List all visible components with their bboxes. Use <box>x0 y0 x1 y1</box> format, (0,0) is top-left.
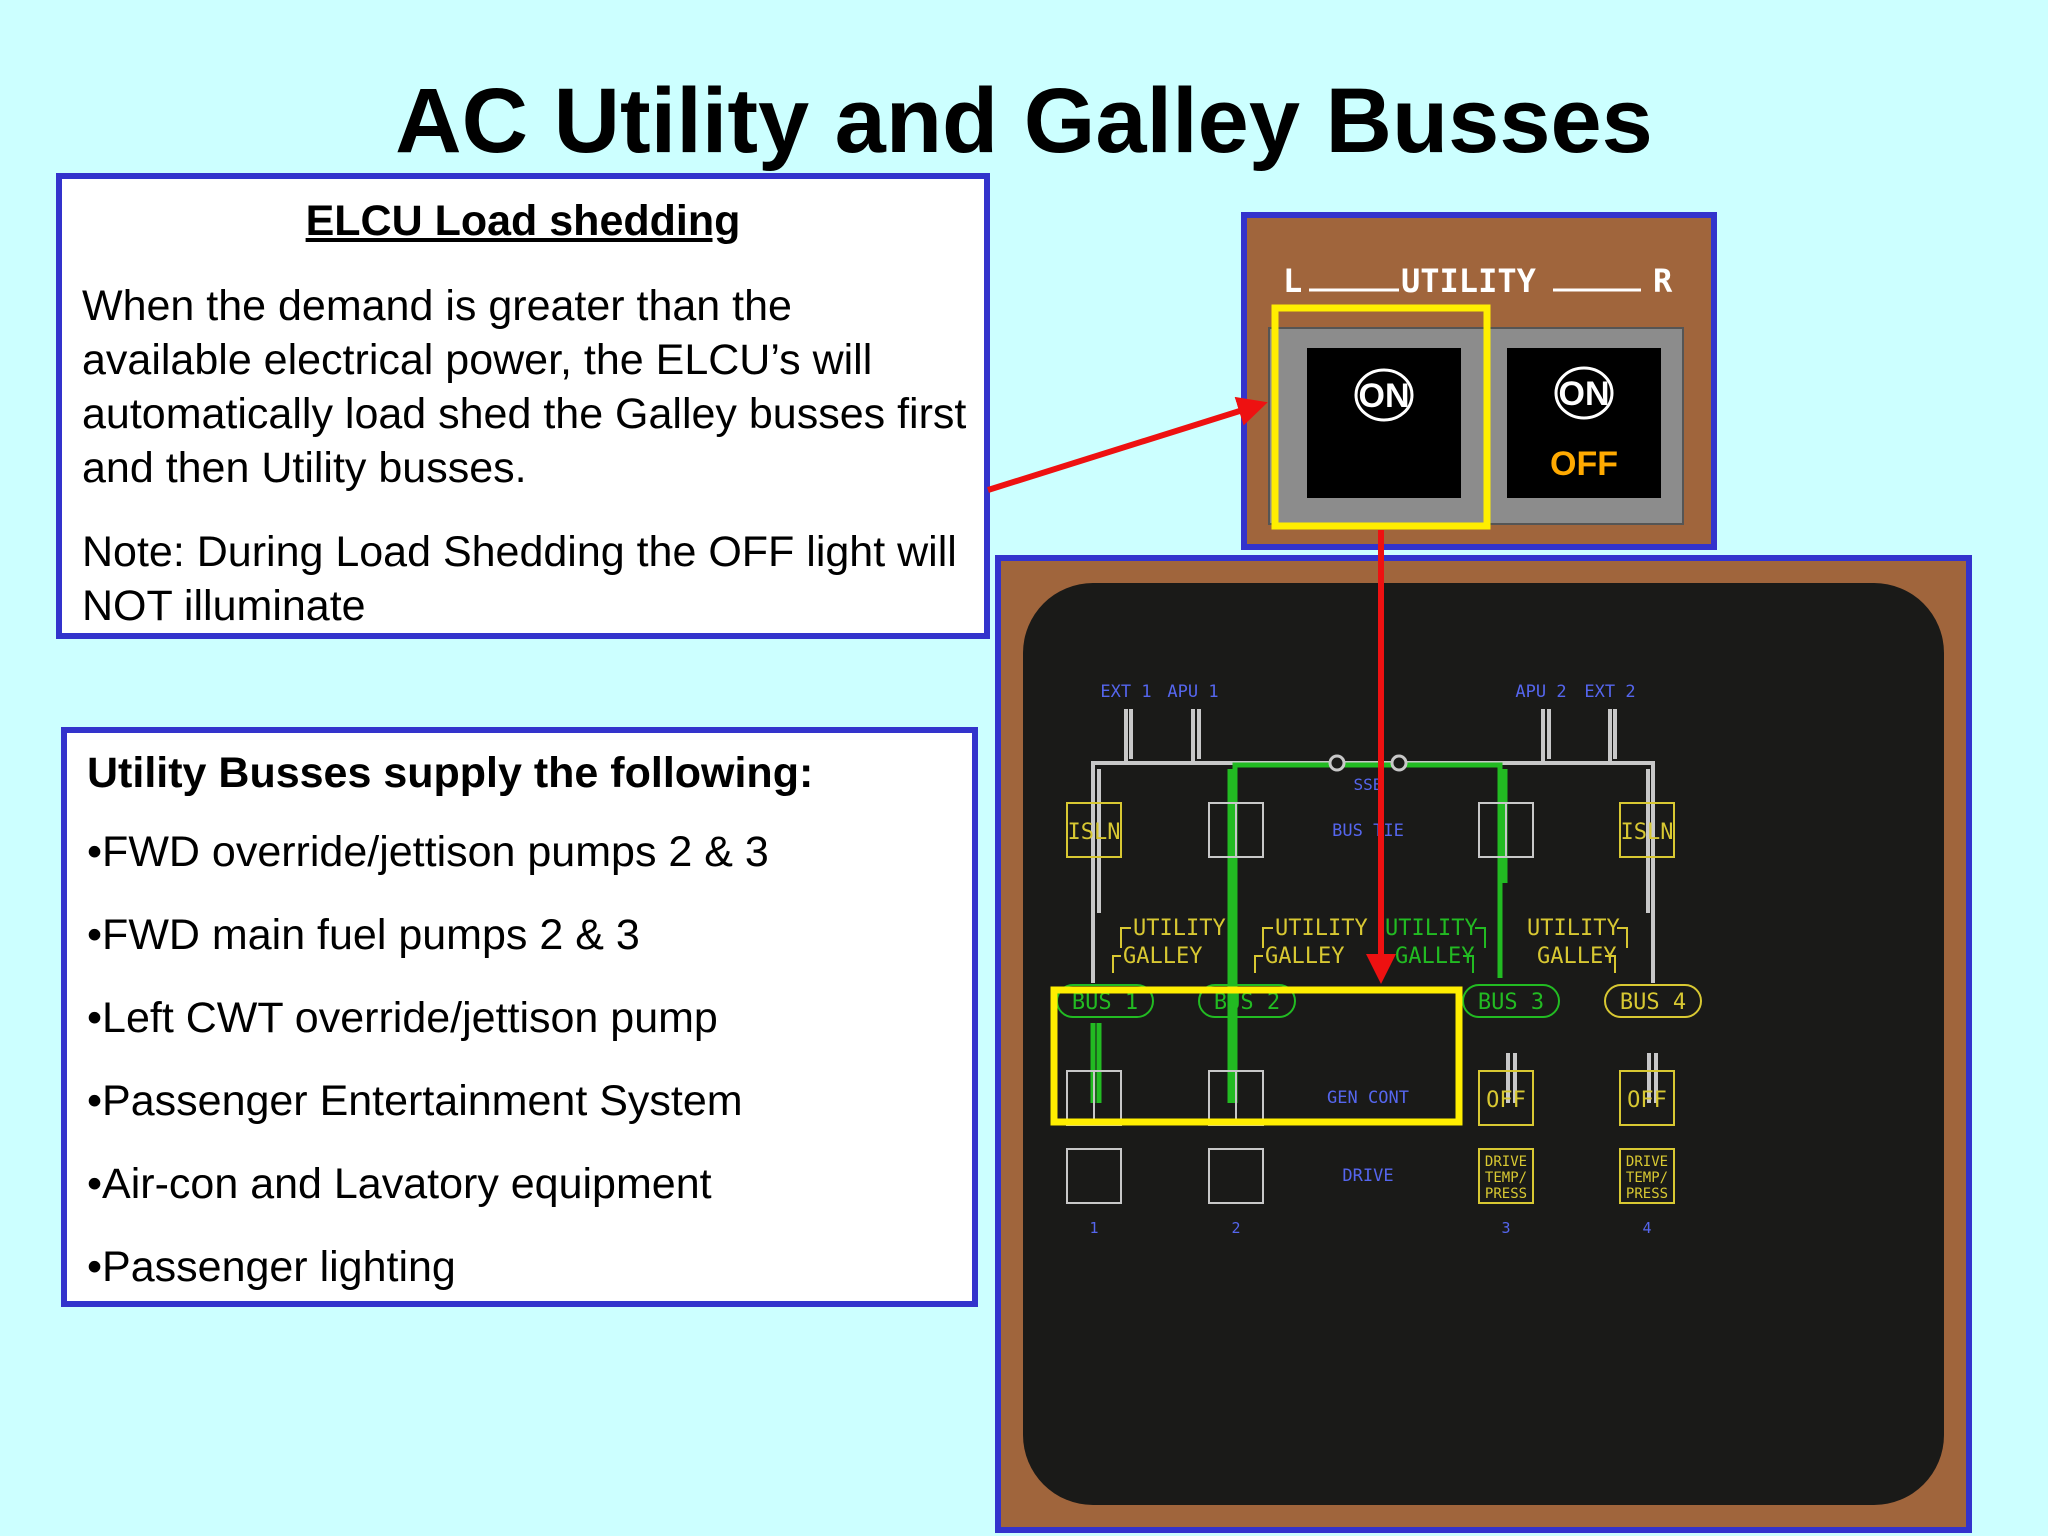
electrical-synoptic-frame: EXT 1 APU 1 APU 2 EXT 2 <box>995 555 1972 1533</box>
elcu-description: When the demand is greater than the avai… <box>82 282 967 492</box>
utility-panel-title: UTILITY <box>1401 262 1537 300</box>
ac-buses: BUS 1 BUS 2 BUS 3 BUS 4 <box>1056 984 1702 1018</box>
utility-supply-list: •FWD override/jettison pumps 2 & 3 •FWD … <box>87 825 769 1323</box>
ssb-breaker-left <box>1328 754 1346 772</box>
drive4-line3: PRESS <box>1626 1186 1668 1202</box>
bus3-label: BUS 3 <box>1478 990 1544 1015</box>
utility-switch-panel: L UTILITY R ON ON OFF <box>1241 212 1717 550</box>
galley-1-label: GALLEY <box>1123 944 1202 969</box>
drive4-line1: DRIVE <box>1626 1154 1668 1170</box>
right-on-light: ON <box>1559 375 1610 413</box>
utility-4-label: UTILITY <box>1527 916 1620 941</box>
utility-3-label: UTILITY <box>1385 916 1478 941</box>
list-item: •Left CWT override/jettison pump <box>87 994 718 1042</box>
utility-panel-drawing: L UTILITY R ON ON OFF <box>1268 262 1684 525</box>
tie-bus-lines <box>1091 709 1658 1103</box>
gen-cont-label: GEN CONT <box>1327 1088 1409 1108</box>
drive-label: DRIVE <box>1342 1166 1393 1186</box>
elcu-note: Note: During Load Shedding the OFF light… <box>82 528 957 630</box>
drive4-fault: DRIVE TEMP/ PRESS <box>1619 1148 1675 1204</box>
galley-2-label: GALLEY <box>1265 944 1344 969</box>
bus1-label: BUS 1 <box>1072 990 1138 1015</box>
elcu-load-shedding-box: ELCU Load shedding When the demand is gr… <box>56 173 990 639</box>
gen3-off-label: OFF <box>1486 1088 1526 1113</box>
right-switch-face[interactable] <box>1507 348 1661 498</box>
utility-1-label: UTILITY <box>1133 916 1226 941</box>
list-item: •Passenger lighting <box>87 1243 456 1291</box>
utility-supply-heading: Utility Busses supply the following: <box>87 749 814 797</box>
channel-numbers: 1 2 3 4 <box>1089 1219 1651 1237</box>
bus4-label: BUS 4 <box>1620 990 1686 1015</box>
right-side-label: R <box>1653 262 1673 300</box>
channel-2-label: 2 <box>1231 1219 1240 1237</box>
drive3-line2: TEMP/ <box>1485 1170 1527 1186</box>
utility-galley-brackets <box>1112 927 1628 973</box>
gen4-off-label: OFF <box>1627 1088 1667 1113</box>
right-utility-switch[interactable]: ON OFF <box>1507 348 1661 498</box>
bus-tie-label: BUS TIE <box>1332 821 1404 841</box>
electrical-synoptic-display: EXT 1 APU 1 APU 2 EXT 2 <box>1023 583 1944 1505</box>
ssb-breaker-right <box>1390 754 1408 772</box>
drive3-line1: DRIVE <box>1485 1154 1527 1170</box>
ext1-label: EXT 1 <box>1100 682 1151 702</box>
list-item: •Air-con and Lavatory equipment <box>87 1160 712 1208</box>
utility-supply-box: Utility Busses supply the following: •FW… <box>61 727 978 1307</box>
bus-tie-breakers <box>1208 802 1534 858</box>
apu2-label: APU 2 <box>1515 682 1566 702</box>
list-item: •FWD main fuel pumps 2 & 3 <box>87 911 640 959</box>
right-off-light: OFF <box>1550 445 1618 483</box>
synoptic-drawing: EXT 1 APU 1 APU 2 EXT 2 <box>1056 682 1702 1237</box>
bus3-pill <box>1462 984 1560 1018</box>
drive4-line2: TEMP/ <box>1626 1170 1668 1186</box>
right-on-ring <box>1554 366 1614 420</box>
page-title: AC Utility and Galley Busses <box>395 70 1653 172</box>
bus4-pill <box>1604 984 1702 1018</box>
isln-left: ISLN <box>1066 802 1122 858</box>
isln-right-label: ISLN <box>1621 820 1674 845</box>
channel-3-label: 3 <box>1501 1219 1510 1237</box>
list-item: •Passenger Entertainment System <box>87 1077 743 1125</box>
ssb-label: SSB <box>1354 775 1383 794</box>
elcu-heading: ELCU Load shedding <box>305 197 741 245</box>
gen4-off: OFF <box>1619 1070 1675 1126</box>
utility-2-label: UTILITY <box>1275 916 1368 941</box>
channel-1-label: 1 <box>1089 1219 1098 1237</box>
bus2-label: BUS 2 <box>1214 990 1280 1015</box>
drive3-fault: DRIVE TEMP/ PRESS <box>1478 1148 1534 1204</box>
drive3-line3: PRESS <box>1485 1186 1527 1202</box>
left-side-label: L <box>1283 262 1302 300</box>
left-on-light: ON <box>1359 377 1410 415</box>
callout-arrow-to-switch <box>987 396 1268 493</box>
list-item: •FWD override/jettison pumps 2 & 3 <box>87 828 769 876</box>
left-utility-switch[interactable]: ON <box>1307 348 1461 498</box>
isln-right: ISLN <box>1619 802 1675 858</box>
utility-galley-labels: UTILITY GALLEY UTILITY GALLEY UTILITY GA… <box>1123 916 1620 969</box>
channel-4-label: 4 <box>1642 1219 1651 1237</box>
isln-left-label: ISLN <box>1068 820 1121 845</box>
ext2-label: EXT 2 <box>1584 682 1635 702</box>
galley-3-label: GALLEY <box>1395 944 1474 969</box>
gen3-off: OFF <box>1478 1070 1534 1126</box>
apu1-label: APU 1 <box>1167 682 1218 702</box>
galley-4-label: GALLEY <box>1537 944 1616 969</box>
drive-boxes <box>1066 1148 1264 1204</box>
